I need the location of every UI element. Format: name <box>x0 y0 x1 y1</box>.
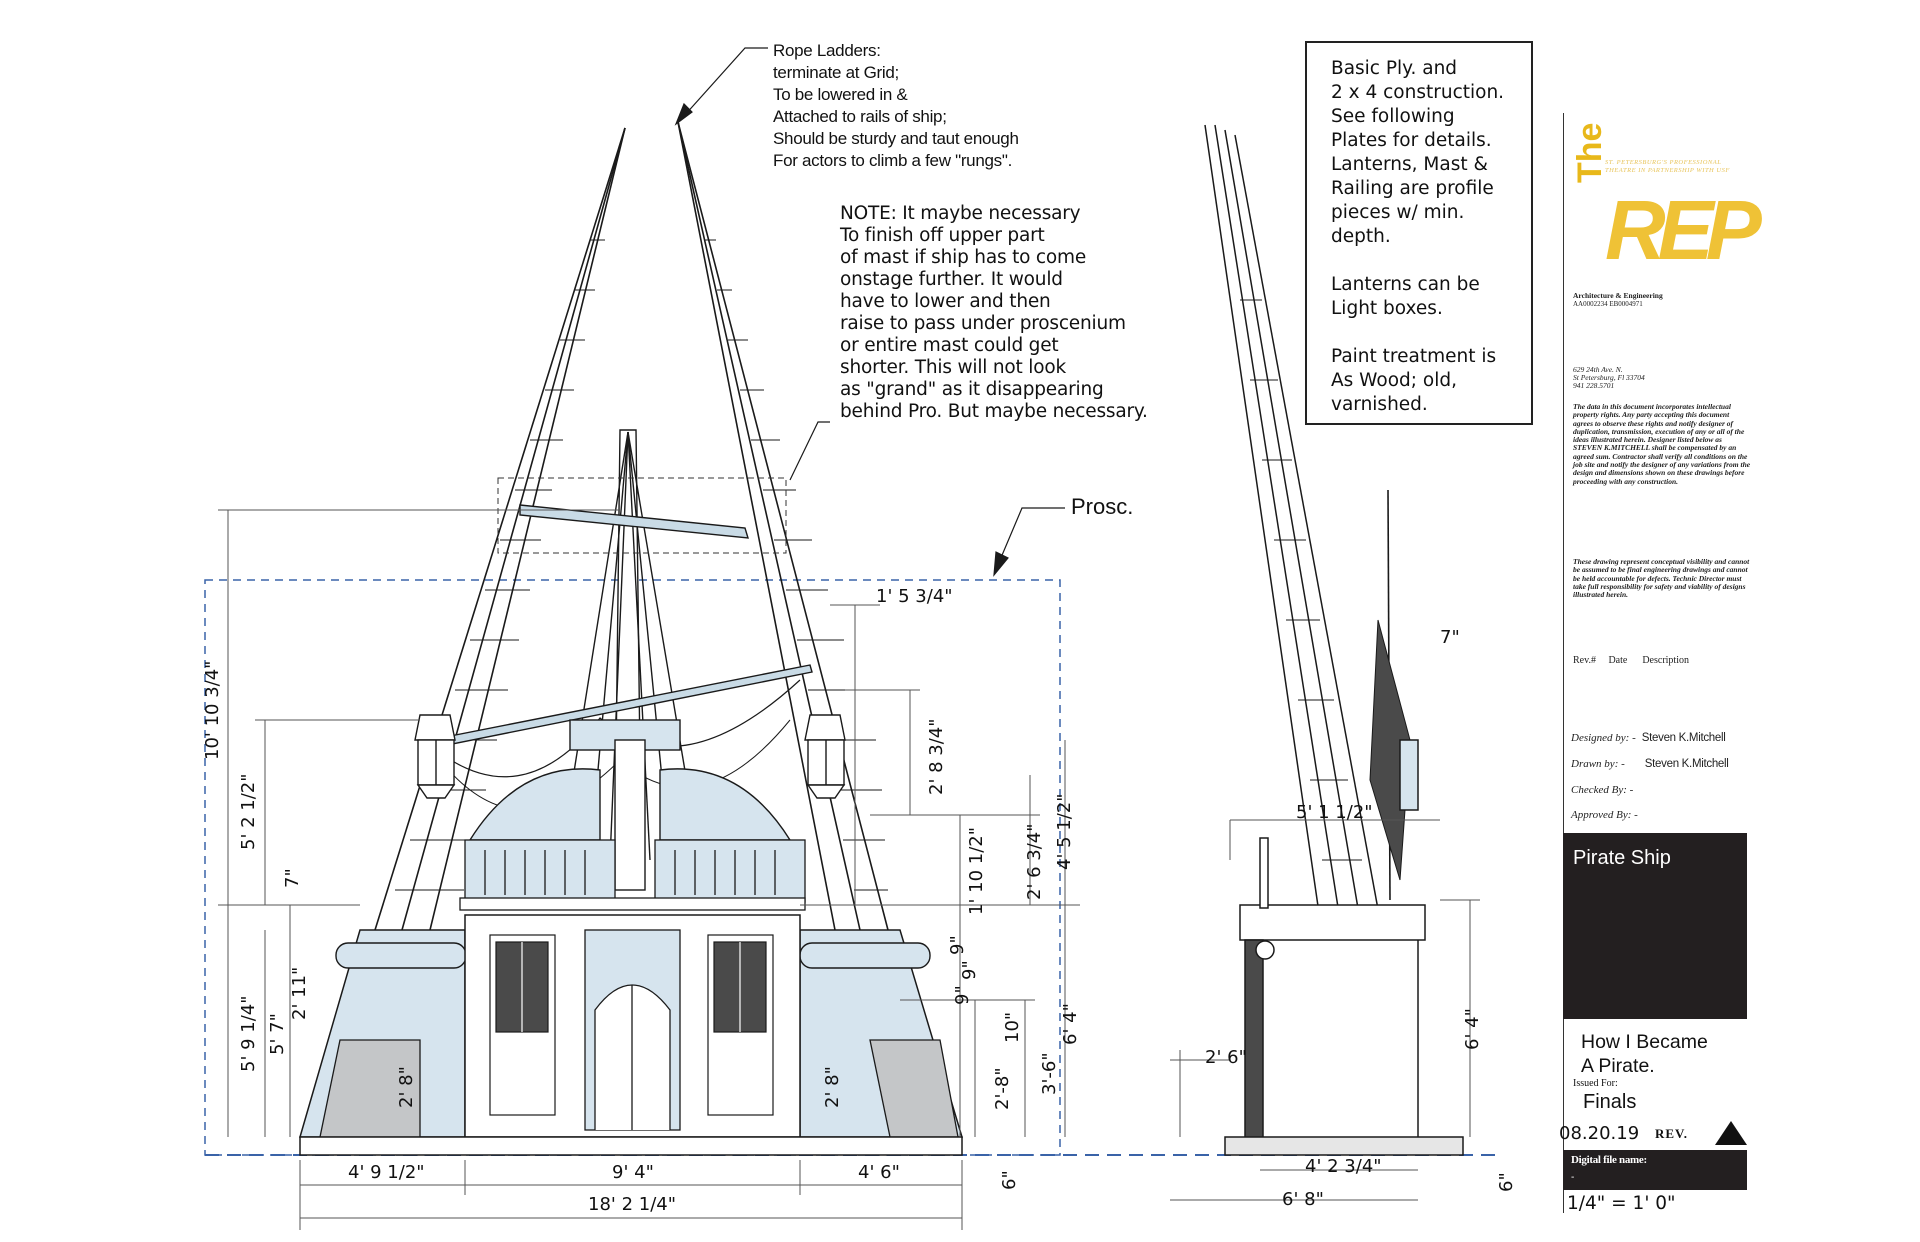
logo-rep: REP <box>1605 183 1762 277</box>
designed-by-value: Steven K.Mitchell <box>1641 732 1726 744</box>
dim-right-6-4: 6' 4" <box>1060 1003 1081 1045</box>
shutter-window-left <box>489 934 556 1116</box>
railing <box>459 839 806 911</box>
license-numbers: AA0002234 EB0004971 <box>1573 300 1643 308</box>
dim-door-right: 2' 8" <box>822 1066 843 1108</box>
front-elevation <box>299 121 964 1156</box>
dim-side-2-11: 2' 11" <box>289 967 310 1020</box>
dim-rail-7: 7" <box>282 868 303 888</box>
dim-door-2-8-center: 2'-8" <box>992 1067 1013 1110</box>
dim-side-depth-3: 6' 8" <box>1282 1189 1324 1210</box>
construction-note-box: Basic Ply. and 2 x 4 construction. See f… <box>1305 41 1533 425</box>
logo-tagline: ST. PETERSBURG'S PROFESSIONAL THEATRE IN… <box>1605 159 1730 174</box>
dim-total-height: 10' 10 3/4" <box>202 661 223 760</box>
address: 629 24th Ave. N. St Petersburg, Fl 33704… <box>1573 365 1645 390</box>
issue-date: 08.20.19 <box>1559 1123 1640 1144</box>
stern-backdrop <box>468 768 792 841</box>
dim-rail-1-10-1-2: 1' 10 1/2" <box>966 827 987 915</box>
base <box>299 1136 963 1156</box>
lantern-left <box>414 714 456 799</box>
checked-by-label: Checked By: - <box>1571 784 1634 796</box>
disclaimer-visibility: These drawing represent conceptual visib… <box>1573 557 1750 600</box>
dim-stack-9-b: 9" <box>959 960 980 980</box>
lantern-right <box>804 714 846 799</box>
dim-side-depth-2: 4' 2 3/4" <box>1305 1156 1382 1177</box>
dim-mid-5-7: 5' 7" <box>267 1013 288 1055</box>
revision-header: Rev.# Date Description <box>1573 655 1689 666</box>
proscenium-label: Prosc. <box>1071 494 1134 519</box>
digital-file-value: - <box>1571 1172 1575 1183</box>
project-name: Pirate Ship <box>1573 847 1671 869</box>
dim-door-left: 2' 8" <box>396 1066 417 1108</box>
shutter-window-right <box>707 934 774 1116</box>
title-block: ST. PETERSBURG'S PROFESSIONAL THEATRE IN… <box>1559 113 1762 1214</box>
approved-by-label: Approved By: - <box>1571 809 1638 821</box>
note-leaders <box>674 47 1065 577</box>
upper-yard <box>519 504 749 539</box>
issued-for-label: Issued For: <box>1573 1078 1618 1089</box>
dim-base-6: 6" <box>999 1170 1020 1190</box>
disclaimer-rights: The data in this document incorporates i… <box>1573 402 1751 486</box>
mast-note: NOTE: It maybe necessary To finish off u… <box>840 203 1148 422</box>
digital-file-box: Digital file name: - <box>1563 1150 1747 1190</box>
dim-width-left: 4' 9 1/2" <box>348 1162 425 1183</box>
dim-width-center: 9' 4" <box>612 1162 654 1183</box>
drawn-by-label: Drawn by: - <box>1571 758 1625 770</box>
drawn-by-value: Steven K.Mitchell <box>1644 758 1729 770</box>
designed-by-label: Designed by: - <box>1571 732 1636 744</box>
firm-name: Architecture & Engineering <box>1573 291 1663 300</box>
drawn-by-row: Drawn by: - Steven K.Mitchell <box>1571 758 1729 770</box>
rev-label: REV. <box>1655 1126 1689 1141</box>
dim-width-total: 18' 2 1/4" <box>588 1194 676 1215</box>
issued-for-value: Finals <box>1583 1091 1637 1113</box>
dim-side-top-7: 7" <box>1440 627 1460 648</box>
dim-stack-9-a: 9" <box>947 935 968 955</box>
project-box: Pirate Ship <box>1563 833 1747 1019</box>
dim-side-rail: 2' 6" <box>1205 1047 1247 1068</box>
title-block-border <box>1563 113 1564 1213</box>
dim-center-4-5-1-2: 4' 5 1/2" <box>1054 793 1075 870</box>
drawing-scale: 1/4" = 1' 0" <box>1567 1193 1676 1214</box>
logo-the: The <box>1571 122 1609 183</box>
dim-stack-9-c: 9" <box>952 985 973 1005</box>
dim-mast-2-8-3-4: 2' 8 3/4" <box>926 718 947 795</box>
dim-top-offset: 1' 5 3/4" <box>876 586 953 607</box>
digital-file-label: Digital file name: <box>1571 1154 1647 1166</box>
dim-side-height: 6' 4" <box>1462 1008 1483 1050</box>
revision-triangle-icon <box>1715 1121 1747 1145</box>
stern-door <box>584 929 681 1131</box>
dim-door-3-6: 3'-6" <box>1039 1052 1060 1095</box>
designed-by-row: Designed by: - Steven K.Mitchell <box>1571 732 1726 744</box>
dim-upper-height: 5' 2 1/2" <box>238 773 259 850</box>
dim-door-10: 10" <box>1002 1012 1023 1043</box>
dimension-lines <box>218 509 1480 1230</box>
side-cabin <box>1259 937 1419 1139</box>
dim-lower-height: 5' 9 1/4" <box>238 995 259 1072</box>
show-title: How I Became A Pirate. <box>1581 1031 1708 1077</box>
dim-side-depth: 5' 1 1/2" <box>1296 802 1373 823</box>
side-elevation <box>1204 124 1464 1156</box>
dim-center-2-6-3-4: 2' 6 3/4" <box>1024 823 1045 900</box>
dim-width-right: 4' 6" <box>858 1162 900 1183</box>
rope-ladder-note: Rope Ladders: terminate at Grid; To be l… <box>773 41 1019 170</box>
dim-side-base: 6" <box>1496 1172 1517 1192</box>
